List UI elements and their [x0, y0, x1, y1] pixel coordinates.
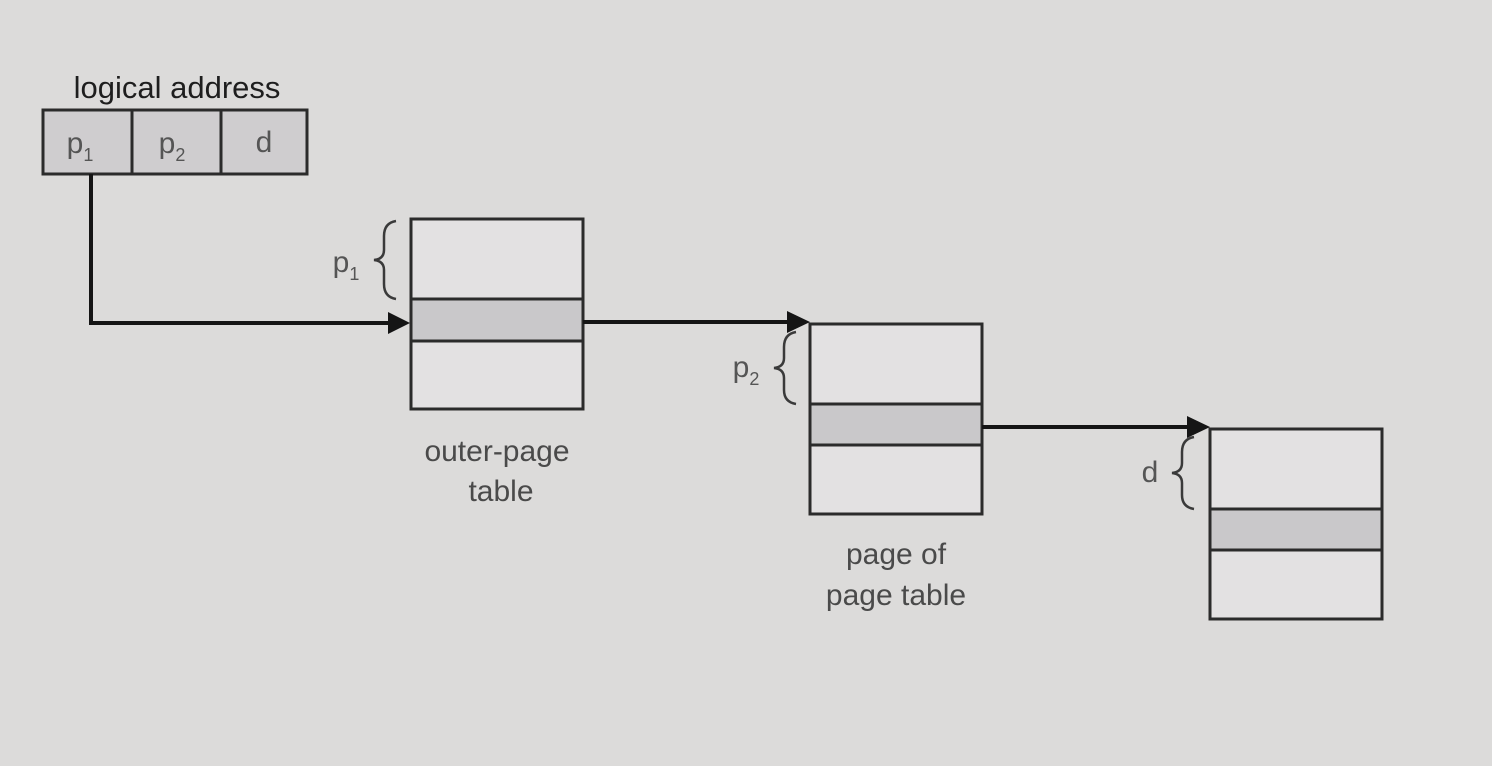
- address-field-p1: [41, 108, 134, 176]
- physical-memory-word: [1208, 507, 1384, 552]
- outer-page-table-caption-line2: table: [468, 475, 533, 508]
- brace-p2-label: p2: [733, 351, 760, 389]
- physical-memory-page: [1208, 427, 1384, 621]
- logical-address-title: logical address: [74, 70, 281, 105]
- arrow-p1-to-outer-table: [89, 174, 410, 334]
- brace-p2: p2: [733, 330, 797, 406]
- brace-d: d: [1142, 435, 1195, 511]
- arrow-page-table-to-page: [982, 416, 1210, 438]
- outer-page-table: [409, 217, 585, 411]
- logical-address-register: p1 p2 d: [41, 108, 309, 176]
- outer-page-table-entry: [409, 297, 585, 343]
- brace-p1: p1: [333, 219, 397, 301]
- outer-page-table-caption-line1: outer-page: [424, 435, 569, 468]
- arrow-outer-to-page-of-page-table: [583, 311, 810, 333]
- page-of-page-table-caption-line2: page table: [826, 579, 966, 612]
- address-field-p2: [130, 108, 223, 176]
- page-of-page-table-caption-line1: page of: [846, 538, 947, 571]
- address-field-p2-label: p2: [159, 127, 186, 165]
- page-of-page-table-entry: [808, 402, 984, 447]
- address-field-d-label: d: [256, 126, 273, 159]
- address-field-p1-label: p1: [67, 127, 94, 165]
- page-of-page-table: [808, 322, 984, 516]
- address-field-d: [219, 108, 309, 176]
- brace-d-label: d: [1142, 456, 1159, 489]
- brace-p1-label: p1: [333, 246, 360, 284]
